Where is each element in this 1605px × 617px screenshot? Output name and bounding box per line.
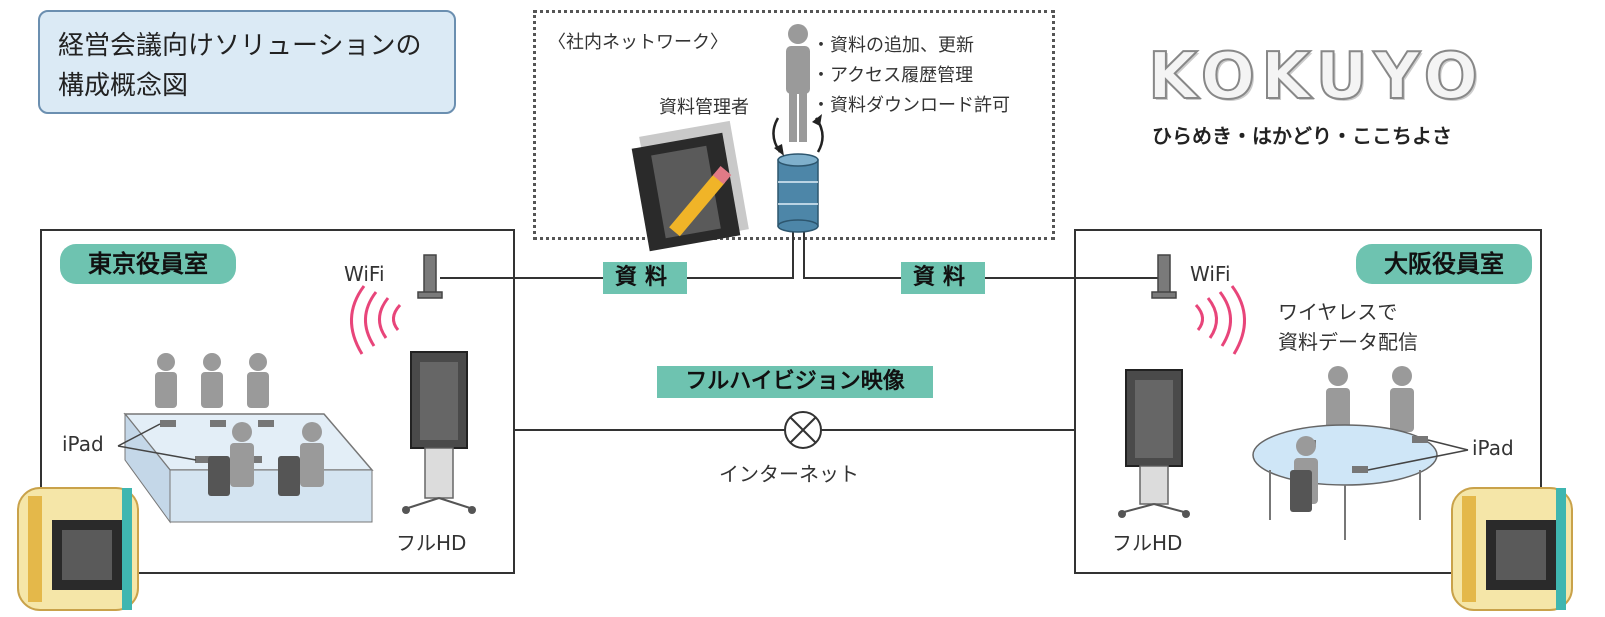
feature-item-1: ・資料の追加、更新 bbox=[812, 35, 974, 56]
tokyo-router-icon bbox=[417, 254, 443, 299]
left-material-tag: 資料 bbox=[603, 262, 687, 294]
internal-network-label: 〈社内ネットワーク〉 bbox=[548, 32, 728, 53]
osaka-oval-table-icon bbox=[1252, 366, 1438, 540]
full-hd-video-tag: フルハイビジョン映像 bbox=[657, 366, 933, 398]
tokyo-ipad-label: iPad bbox=[62, 432, 104, 456]
tokyo-wifi-label: WiFi bbox=[344, 262, 385, 286]
osaka-ipad-label: iPad bbox=[1472, 436, 1514, 460]
wireless-label-line-1: ワイヤレスで bbox=[1278, 300, 1398, 324]
osaka-app-icon bbox=[1451, 487, 1573, 611]
wireless-label-line-2: 資料データ配信 bbox=[1278, 330, 1418, 354]
feature-item-2: ・アクセス履歴管理 bbox=[812, 65, 974, 86]
title-line-1: 経営会議向けソリューションの bbox=[58, 31, 422, 61]
cycle-arrows-icon bbox=[772, 114, 824, 156]
internet-label: インターネット bbox=[719, 462, 859, 486]
logo-tagline: ひらめき・はかどり・ここちよさ bbox=[1152, 124, 1452, 148]
right-material-tag: 資料 bbox=[901, 262, 985, 294]
connection-lines bbox=[440, 228, 1168, 431]
osaka-router-icon bbox=[1151, 254, 1177, 299]
administrator-person-icon bbox=[786, 24, 810, 142]
osaka-display-stand-icon bbox=[1118, 369, 1190, 518]
internet-node-icon bbox=[784, 411, 822, 449]
osaka-wifi-label: WiFi bbox=[1190, 262, 1231, 286]
tokyo-display-label: フルHD bbox=[396, 531, 467, 555]
admin-label: 資料管理者 bbox=[659, 97, 749, 118]
tokyo-app-icon bbox=[17, 487, 139, 611]
film-pencil-icon bbox=[631, 120, 749, 252]
osaka-room-name: 大阪役員室 bbox=[1356, 244, 1532, 284]
osaka-wifi-signal-icon bbox=[1194, 285, 1246, 355]
feature-item-3: ・資料ダウンロード許可 bbox=[812, 95, 1010, 116]
tokyo-display-stand-icon bbox=[402, 351, 476, 514]
title-line-2: 構成概念図 bbox=[58, 71, 189, 101]
tokyo-room-name: 東京役員室 bbox=[60, 244, 236, 284]
tokyo-wifi-signal-icon bbox=[350, 285, 402, 355]
tokyo-conference-table-icon bbox=[123, 353, 374, 524]
osaka-display-label: フルHD bbox=[1112, 531, 1183, 555]
title-box: 経営会議向けソリューションの 構成概念図 bbox=[38, 10, 456, 114]
kokuyo-logo: KOKUYO bbox=[1147, 39, 1485, 115]
database-icon bbox=[777, 153, 819, 233]
